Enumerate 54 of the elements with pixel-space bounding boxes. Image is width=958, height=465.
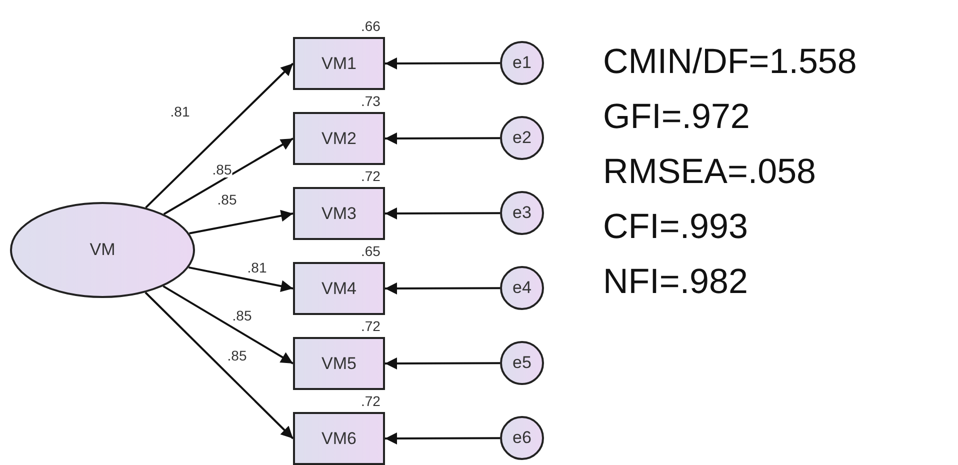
variable-name: e1: [512, 53, 532, 73]
squared-correlation-value: .72: [361, 168, 380, 184]
arrow: [385, 357, 500, 370]
observed-variable-box: [293, 337, 385, 390]
error-term-circle: [500, 116, 544, 160]
variable-name: VM4: [322, 278, 356, 298]
variable-name: e2: [512, 128, 532, 148]
edge-label: .85: [226, 348, 248, 364]
arrow: [385, 432, 500, 444]
variable-name: VM6: [322, 428, 356, 448]
arrow: [162, 285, 294, 364]
arrow: [163, 138, 294, 215]
observed-variable-box: [293, 112, 385, 165]
observed-variable-box: [293, 262, 385, 315]
error-term-circle: [500, 41, 544, 85]
fit-statistic: CFI=.993: [603, 207, 748, 247]
squared-correlation-value: .72: [361, 393, 380, 409]
fit-statistic: GFI=.972: [603, 97, 750, 137]
variable-name: VM1: [322, 54, 356, 74]
error-term-circle: [500, 341, 544, 385]
variable-name: e4: [512, 278, 532, 298]
squared-correlation-value: .73: [361, 93, 380, 109]
error-term-circle: [500, 416, 544, 460]
variable-name: e6: [512, 428, 532, 448]
squared-correlation-value: .65: [361, 243, 380, 259]
arrow: [385, 132, 500, 144]
fit-statistic: CMIN/DF=1.558: [603, 42, 857, 82]
arrow: [385, 282, 500, 294]
variable-name: e3: [512, 203, 532, 223]
arrow: [188, 266, 294, 292]
edge-label: .81: [246, 260, 268, 276]
observed-variable-box: [293, 37, 385, 90]
error-term-circle: [500, 191, 544, 235]
edge-label: .85: [211, 162, 233, 178]
observed-variable-box: [293, 187, 385, 240]
arrow: [144, 292, 294, 440]
squared-correlation-value: .72: [361, 318, 380, 334]
fit-statistic: RMSEA=.058: [603, 152, 816, 192]
edge-label: .85: [231, 308, 253, 324]
variable-name: VM: [90, 240, 116, 260]
edge-label: .85: [216, 192, 238, 208]
variable-name: VM3: [322, 204, 356, 224]
error-term-circle: [500, 266, 544, 310]
observed-variable-box: [293, 412, 385, 465]
fit-statistic: NFI=.982: [603, 262, 748, 302]
arrow: [145, 62, 294, 208]
arrow: [385, 57, 500, 70]
arrow: [385, 207, 500, 220]
squared-correlation-value: .66: [361, 18, 380, 34]
arrow: [189, 210, 294, 234]
edge-label: .81: [169, 104, 191, 120]
variable-name: VM5: [322, 354, 356, 374]
variable-name: e5: [512, 353, 532, 373]
variable-name: VM2: [322, 128, 356, 148]
